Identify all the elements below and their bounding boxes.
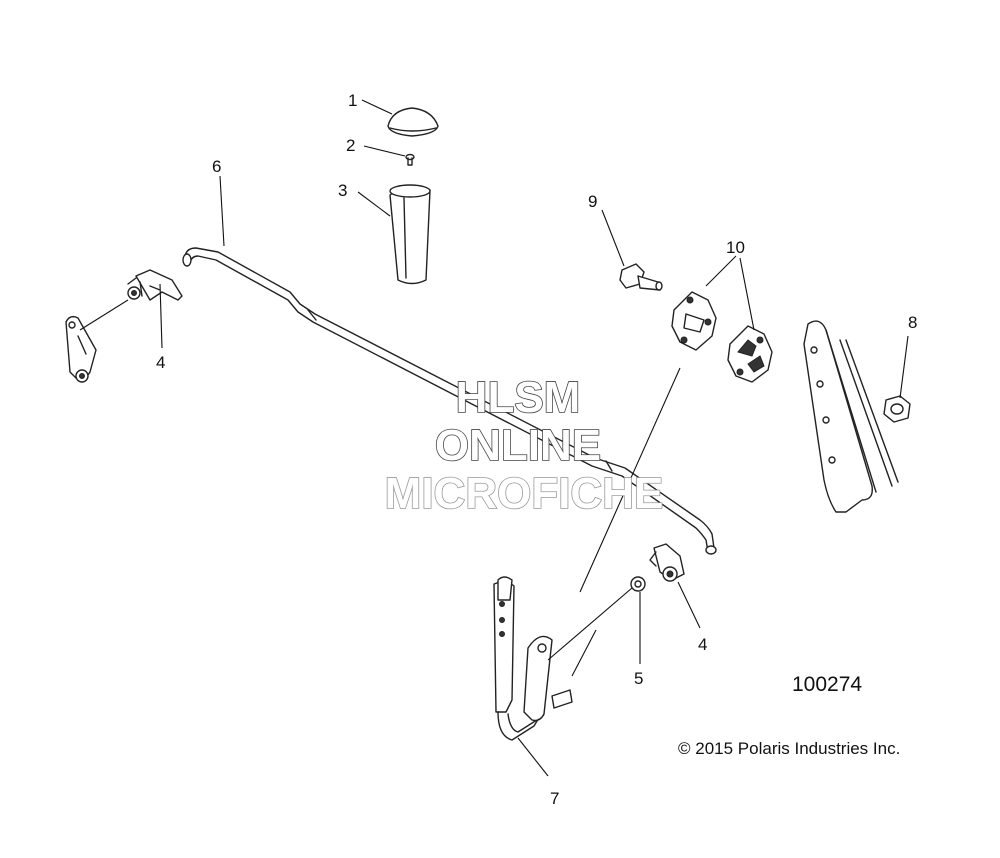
callout-2: 2 — [346, 136, 355, 155]
part-2-screw — [405, 153, 415, 166]
watermark-line-3: MICROFICHE — [385, 469, 664, 518]
part-4-clip-right — [649, 543, 685, 582]
callout-8: 8 — [908, 313, 917, 332]
callout-4-left: 4 — [156, 353, 165, 372]
part-9-bolt — [619, 263, 663, 291]
callout-9: 9 — [588, 192, 597, 211]
part-3-shift-knob — [389, 184, 431, 285]
part-1-knob-cap — [387, 107, 439, 137]
part-6-shift-rod — [182, 247, 717, 555]
watermark-line-2: ONLINE — [435, 421, 601, 470]
part-bracket-plate — [803, 320, 899, 513]
part-left-lever-arm — [65, 315, 97, 383]
watermark: HLSM ONLINE MICROFICHE — [384, 372, 664, 519]
callout-10: 10 — [726, 238, 745, 257]
part-10-bushing-right — [727, 325, 773, 383]
callout-5: 5 — [634, 669, 643, 688]
part-4-clip-left — [127, 269, 183, 301]
callout-3: 3 — [338, 181, 347, 200]
callout-4-right: 4 — [698, 635, 707, 654]
figure-number: 100274 — [792, 673, 862, 696]
callout-1: 1 — [348, 91, 357, 110]
watermark-line-1: HLSM — [456, 373, 581, 422]
part-10-bushing-left — [671, 291, 717, 351]
part-5-washer — [630, 576, 646, 592]
callout-7: 7 — [550, 789, 559, 808]
part-7-shift-lever — [493, 576, 573, 741]
part-8-nut — [883, 395, 911, 423]
leader-lines — [79, 99, 909, 777]
copyright-notice: © 2015 Polaris Industries Inc. — [678, 739, 900, 758]
callout-6: 6 — [212, 157, 221, 176]
